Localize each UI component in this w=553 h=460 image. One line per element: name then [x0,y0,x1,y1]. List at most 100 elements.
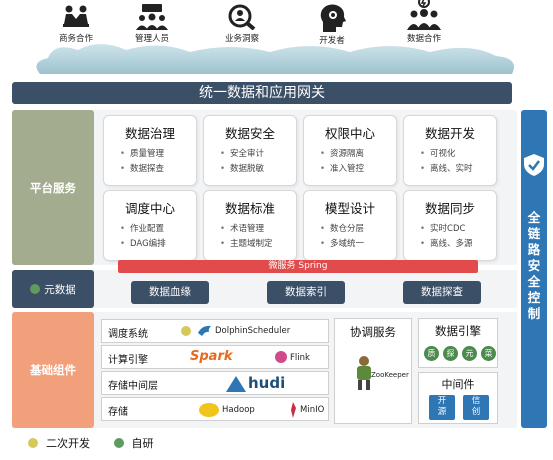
legend-item-self-developed: 自研 [113,435,154,451]
tool-hudi: hudi [248,374,286,392]
data-lineage-button[interactable]: 数据血缘 [131,281,209,304]
middleware-box: 中间件 开源 信创 [418,372,498,424]
card-data-sync[interactable]: 数据同步 实时CDC离线、多源 [403,190,497,261]
card-title: 模型设计 [324,201,375,216]
card-item: 实时CDC [420,222,496,237]
row-label: 调度系统 [108,329,148,340]
unified-gateway-bar: 统一数据和应用网关 [12,82,512,104]
middleware-title: 中间件 [441,378,475,391]
card-item: 可视化 [420,147,496,162]
dolphinscheduler-logo-icon [198,325,211,336]
cloud-background [36,44,515,74]
role-business-cooperation: 商务合作 [36,4,116,44]
card-title: 数据安全 [224,126,275,141]
card-item: 离线、多源 [420,237,496,252]
shield-check-icon [524,154,544,176]
role-developer: 开发者 [292,4,372,46]
data-engine-title: 数据引擎 [435,324,481,338]
card-item: 质量管理 [120,147,196,162]
card-data-governance[interactable]: 数据治理 质量管理数据探查 [103,115,197,186]
platform-services-label: 平台服务 [12,110,94,265]
legend-label: 二次开发 [46,437,90,450]
card-item: 术语管理 [220,222,296,237]
coordination-service-box: 协调服务 ZooKeeper [334,318,412,424]
card-title: 数据开发 [424,126,475,141]
role-label: 管理人员 [134,34,169,44]
row-label: 存储 [108,407,128,418]
card-model-design[interactable]: 模型设计 数仓分层多域统一 [303,190,397,261]
role-label: 业务洞察 [224,34,259,44]
data-index-button[interactable]: 数据索引 [267,281,345,304]
card-item: 安全审计 [220,147,296,162]
card-title: 权限中心 [324,126,375,141]
data-engine-box: 数据引擎 质 探 元 菜 [418,318,498,368]
legend: 二次开发 自研 [28,435,174,451]
coordination-title: 协调服务 [350,325,396,339]
card-data-development[interactable]: 数据开发 可视化离线、实时 [403,115,497,186]
card-item: 数据探查 [120,162,196,177]
role-data-cooperation: 数据合作 [384,0,464,44]
card-title: 调度中心 [124,201,175,216]
hadoop-elephant-icon [199,403,219,417]
engine-chip-explore: 探 [443,346,458,361]
card-data-security[interactable]: 数据安全 安全审计数据脱敏 [203,115,297,186]
row-scheduler: 调度系统 DolphinScheduler [101,319,329,343]
tool-hadoop: Hadoop [222,405,255,415]
row-label: 计算引擎 [108,355,148,366]
role-business-insight: 业务洞察 [202,4,282,44]
card-item: 资源隔离 [320,147,396,162]
insight-icon [228,4,256,30]
base-components-label: 基础组件 [12,312,94,428]
spring-microservice-bar: 微服务 Spring [118,260,478,273]
legend-label: 自研 [131,437,154,450]
role-label: 数据合作 [406,34,441,44]
zookeeper-keeper-icon [357,356,371,390]
middleware-open-source-chip: 开源 [429,395,455,420]
flink-logo-icon [275,351,287,363]
collaboration-icon [407,0,441,30]
tool-minio: MinIO [300,405,325,415]
secondary-dev-dot [181,326,191,336]
tool-zookeeper: ZooKeeper [371,371,409,379]
card-title: 数据标准 [224,201,275,216]
role-managers: 管理人员 [112,4,192,44]
row-storage: 存储 Hadoop MinIO [101,397,329,421]
card-permission-center[interactable]: 权限中心 资源隔离准入管控 [303,115,397,186]
card-item: 主题域制定 [220,237,296,252]
role-label: 商务合作 [58,34,93,44]
tool-spark: Spark [190,349,233,364]
card-item: 准入管控 [320,162,396,177]
developer-icon [320,4,346,32]
team-icon [136,4,168,30]
legend-item-secondary-dev: 二次开发 [28,435,90,451]
engine-chip-quality: 质 [424,346,439,361]
metadata-label-text: 元数据 [44,283,76,296]
card-title: 数据同步 [424,201,475,216]
row-label: 存储中间层 [108,381,158,392]
card-title: 数据治理 [124,126,175,141]
card-item: 多域统一 [320,237,396,252]
engine-chip-meta: 元 [462,346,477,361]
card-item: 作业配置 [120,222,196,237]
role-label: 开发者 [319,36,345,46]
card-item: 数仓分层 [320,222,396,237]
row-storage-middle-layer: 存储中间层 hudi [101,371,329,395]
minio-logo-icon [291,402,296,418]
legend-yellow-dot [28,438,38,448]
engine-chip-menu: 菜 [481,346,496,361]
middleware-xinchuang-chip: 信创 [463,395,489,420]
card-item: 数据脱敏 [220,162,296,177]
row-compute-engine: 计算引擎 Spark Flink [101,345,329,369]
card-item: DAG编排 [120,237,196,252]
card-data-standard[interactable]: 数据标准 术语管理主题域制定 [203,190,297,261]
handshake-icon [63,5,89,27]
metadata-label: 元数据 [12,270,94,308]
card-item: 离线、实时 [420,162,496,177]
self-developed-dot [30,284,41,294]
legend-green-dot [113,438,124,448]
hudi-logo-icon [226,376,246,392]
security-label: 全链路安全控制 [527,210,541,321]
card-scheduling-center[interactable]: 调度中心 作业配置DAG编排 [103,190,197,261]
tool-flink: Flink [290,353,310,363]
data-exploration-button[interactable]: 数据探查 [403,281,481,304]
